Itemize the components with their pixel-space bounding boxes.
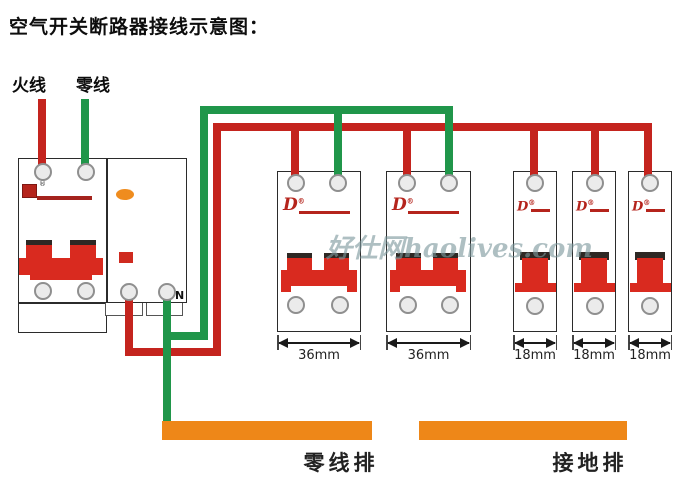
ground-bus-bar: [419, 421, 627, 440]
terminal: [34, 282, 52, 300]
terminal: [331, 296, 349, 314]
terminal: [287, 296, 305, 314]
breaker-1p-1-body: [513, 171, 557, 332]
dimension-breaker5: 18mm: [628, 335, 672, 367]
brand-line: [408, 211, 459, 214]
dimension-label: 36mm: [298, 348, 340, 363]
neutral-wire-jog: [167, 332, 208, 340]
dimension-label: 36mm: [407, 348, 450, 363]
dimension-breaker2: 36mm: [386, 335, 471, 367]
brand-logo: D®: [392, 195, 414, 215]
main-brand-logo: [22, 184, 37, 198]
terminal: [329, 174, 347, 192]
breaker-2p-2-handle[interactable]: [390, 253, 466, 292]
neutral-wire-label: 零线: [76, 76, 110, 96]
main-breaker-tab-left: [105, 303, 143, 316]
terminal: [440, 174, 458, 192]
terminal: [120, 283, 138, 301]
terminal: [77, 282, 95, 300]
dimension-label: 18mm: [514, 348, 556, 363]
terminal: [526, 174, 544, 192]
page-title: 空气开关断路器接线示意图：: [9, 16, 270, 38]
terminal: [398, 174, 416, 192]
terminal: [641, 297, 659, 315]
live-wire-bottom-run: [125, 348, 221, 356]
watermark: 好仕网haolives.com: [326, 234, 593, 264]
terminal: [441, 296, 459, 314]
live-wire-label: 火线: [12, 76, 46, 96]
live-drop-breaker2: [403, 131, 411, 182]
neutral-wire-bus: [200, 106, 453, 114]
neutral-bar-label: 零线排: [303, 451, 379, 475]
live-drop-breaker3: [530, 131, 538, 182]
brand-line: [590, 209, 609, 212]
neutral-bus-bar: [162, 421, 372, 440]
dimension-label: 18mm: [629, 348, 671, 363]
terminal: [287, 174, 305, 192]
breaker-1p-1-handle[interactable]: [515, 252, 556, 292]
terminal: [77, 163, 95, 181]
brand-logo: D®: [632, 198, 651, 215]
terminal: [586, 174, 604, 192]
live-drop-breaker5: [644, 123, 652, 182]
brand-line: [531, 209, 550, 212]
brand-logo: D®: [517, 198, 536, 215]
main-breaker-divider: [106, 159, 108, 302]
live-drop-breaker1: [291, 131, 299, 182]
main-breaker-base: [18, 303, 107, 333]
terminal: [526, 297, 544, 315]
neutral-terminal-label: N: [175, 289, 185, 302]
neutral-wire-to-bar: [163, 296, 171, 422]
main-brand-line: [37, 196, 92, 200]
dimension-breaker3: 18mm: [513, 335, 557, 367]
neutral-drop-breaker1: [334, 110, 342, 182]
power-indicator-icon: [116, 189, 134, 200]
live-wire-bus: [213, 123, 652, 131]
dimension-breaker1: 36mm: [277, 335, 361, 367]
terminal-neutral-out: [158, 283, 176, 301]
live-wire-supply: [38, 99, 46, 169]
terminal: [641, 174, 659, 192]
brand-logo: D®: [283, 195, 305, 215]
neutral-wire-supply: [81, 99, 89, 169]
terminal: [586, 297, 604, 315]
ground-bar-label: 接地排: [552, 451, 628, 475]
registered-mark: ®: [39, 180, 46, 188]
brand-logo: D®: [576, 198, 595, 215]
live-wire-riser: [213, 123, 221, 356]
brand-line: [646, 209, 665, 212]
neutral-drop-breaker2: [445, 106, 453, 182]
neutral-wire-riser: [200, 106, 208, 340]
live-drop-breaker4: [591, 131, 599, 182]
terminal: [34, 163, 52, 181]
terminal: [399, 296, 417, 314]
main-breaker-handle[interactable]: [19, 240, 103, 281]
brand-line: [299, 211, 350, 214]
breaker-1p-2-handle[interactable]: [574, 252, 615, 292]
live-wire-main-out-down: [125, 296, 133, 356]
dimension-breaker4: 18mm: [572, 335, 616, 367]
test-button[interactable]: [119, 252, 133, 263]
breaker-1p-3-handle[interactable]: [630, 252, 671, 292]
breaker-2p-1-handle[interactable]: [281, 253, 357, 292]
dimension-label: 18mm: [573, 348, 615, 363]
